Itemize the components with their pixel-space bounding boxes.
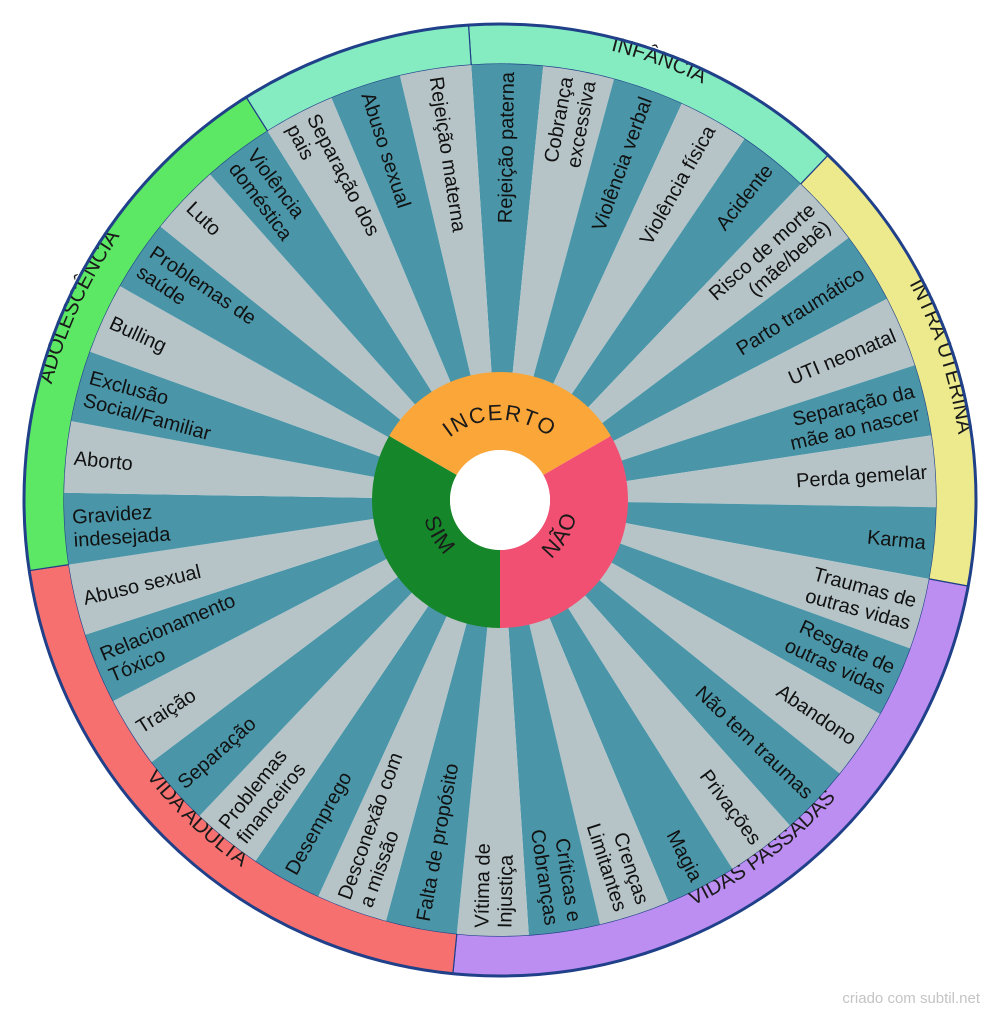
segment-wedge <box>512 66 615 379</box>
segment-wedge <box>71 351 382 478</box>
segment-wedge <box>598 561 880 774</box>
segment-wedge <box>456 625 529 936</box>
segment-wedge <box>532 79 682 386</box>
segment-wedge <box>471 64 544 375</box>
hub-sector <box>372 436 500 628</box>
segment-wedge <box>583 579 840 826</box>
segment-wedge <box>64 492 376 565</box>
segment-wedge <box>399 64 492 378</box>
hub-center <box>450 450 550 550</box>
segment-wedge <box>586 184 849 425</box>
segment-wedge <box>210 131 433 406</box>
segment-wedge <box>600 237 887 442</box>
segment-wedge <box>85 538 389 702</box>
segment-wedge <box>120 226 402 439</box>
segment-wedge <box>528 616 669 925</box>
segment-wedge <box>160 174 417 421</box>
segment-label: Gravidezindesejada <box>72 500 172 551</box>
segment-wedge <box>318 614 468 921</box>
segment-wedge <box>267 97 452 394</box>
hub-sector <box>500 436 628 628</box>
segment-wedge <box>255 604 448 897</box>
segment-wedge <box>619 365 932 482</box>
segment-wedge <box>90 286 391 458</box>
segment-wedge <box>611 298 915 462</box>
segment-wedge <box>64 421 377 498</box>
segment-wedge <box>609 542 910 714</box>
segment-wedge <box>623 502 936 579</box>
segment-wedge <box>385 621 488 934</box>
segment-wedge <box>331 75 472 384</box>
segment-label: Vítima deInjustiça <box>471 843 517 928</box>
segment-wedge <box>567 594 790 869</box>
segment-wedge <box>618 522 929 649</box>
segment-wedge <box>199 591 430 862</box>
segment-wedge <box>508 622 601 936</box>
credit-text: criado com subtil.net <box>842 990 980 1007</box>
segment-wedge <box>113 558 400 763</box>
hub-sector <box>389 372 611 475</box>
segment-wedge <box>151 575 414 816</box>
segment-label: Rejeição paterna <box>495 71 520 223</box>
segment-wedge <box>624 435 937 508</box>
segment-wedge <box>552 103 745 396</box>
segment-wedge <box>548 606 733 903</box>
segment-wedge <box>68 518 381 635</box>
wheel-outline <box>22 22 978 978</box>
segment-wedge <box>570 138 801 409</box>
